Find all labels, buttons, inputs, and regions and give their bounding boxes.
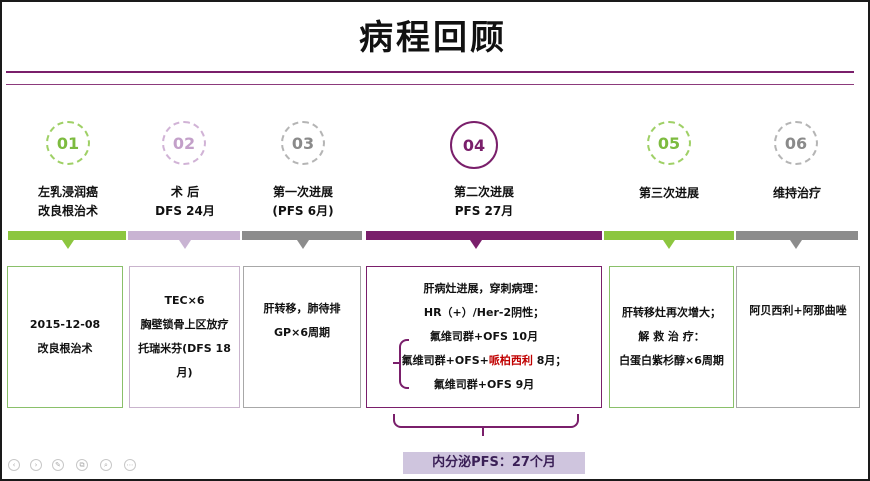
step-01-detail-line: 改良根治术	[37, 342, 93, 355]
title-divider-secondary	[6, 84, 854, 85]
regimen-brace	[399, 339, 409, 389]
step-02-detail-box: TEC×6 胸壁锁骨上区放疗 托瑞米芬(DFS 18 月)	[129, 266, 240, 408]
step-06-number: 06	[784, 133, 808, 153]
zoom-icon[interactable]: ⌕	[100, 459, 112, 471]
step-02-detail-line: 月)	[176, 366, 193, 379]
step-03-label-line: 第一次进展	[272, 185, 333, 199]
step-05-circle: 05	[647, 121, 691, 165]
step-03-detail-line: 肝转移，肺待排	[263, 302, 341, 315]
step-01-label-line: 左乳浸润癌	[37, 185, 98, 199]
step-06-label: 维持治疗	[736, 184, 858, 203]
step-05-number: 05	[657, 133, 681, 153]
timeline-bar-02	[128, 231, 240, 240]
title-divider	[6, 71, 854, 73]
timeline-arrow-01	[62, 240, 74, 249]
step-01-label: 左乳浸润癌 改良根治术	[8, 183, 128, 221]
step-04-label-line: PFS 27月	[454, 204, 514, 218]
step-02-detail-line: 托瑞米芬(DFS 18	[138, 342, 231, 355]
prev-slide-icon[interactable]: ‹	[8, 459, 20, 471]
step-04-circle: 04	[450, 121, 498, 169]
step-02-circle: 02	[162, 121, 206, 165]
step-04-regimen-2: 氟维司群+OFS+哌柏西利 8月；	[402, 349, 567, 373]
step-01-detail-box: 2015-12-08 改良根治术	[7, 266, 123, 408]
timeline-arrow-02	[179, 240, 191, 249]
step-04-label-line: 第二次进展	[453, 185, 514, 199]
regimen-brace-tip	[393, 362, 401, 364]
step-03-detail-box: 肝转移，肺待排 GP×6周期	[243, 266, 361, 408]
timeline-arrow-05	[663, 240, 675, 249]
timeline-bar-01	[8, 231, 126, 240]
more-options-icon[interactable]: ⋯	[124, 459, 136, 471]
step-06-circle: 06	[774, 121, 818, 165]
step-04-regimen-1: 氟维司群+OFS 10月	[429, 330, 539, 343]
step-04-label: 第二次进展 PFS 27月	[366, 183, 602, 221]
pfs-bracket-tip	[482, 427, 484, 436]
step-02-detail-line: TEC×6	[164, 294, 205, 307]
step-04-detail-line: HR（+）/Her-2阴性；	[423, 306, 545, 319]
step-03-label: 第一次进展 (PFS 6月)	[242, 183, 364, 221]
slides-icon[interactable]: ⧉	[76, 459, 88, 471]
step-02-number: 02	[172, 133, 196, 153]
step-04-regimen-3: 氟维司群+OFS 9月	[433, 378, 535, 391]
endocrine-pfs-label: 内分泌PFS：27个月	[403, 452, 585, 474]
timeline-bar-04	[366, 231, 602, 240]
step-05-detail-line: 解 救 治 疗：	[638, 330, 705, 343]
timeline-bar-06	[736, 231, 858, 240]
timeline-arrow-03	[297, 240, 309, 249]
step-02-label-line: 术 后	[170, 185, 200, 199]
regimen-2-highlight: 哌柏西利	[488, 354, 533, 367]
step-01-label-line: 改良根治术	[37, 204, 98, 218]
step-06-detail-line: 阿贝西利+阿那曲唑	[749, 304, 847, 317]
step-05-label-line: 第三次进展	[638, 186, 699, 200]
step-02-label: 术 后 DFS 24月	[128, 183, 242, 221]
step-02-label-line: DFS 24月	[155, 204, 215, 218]
timeline-bar-05	[604, 231, 734, 240]
step-04-number: 04	[462, 135, 486, 155]
timeline-arrow-06	[790, 240, 802, 249]
step-03-label-line: (PFS 6月)	[272, 204, 334, 218]
step-03-circle: 03	[281, 121, 325, 165]
step-01-detail-line: 2015-12-08	[29, 318, 101, 331]
regimen-2-suffix: 8月；	[532, 354, 567, 367]
step-03-detail-line: GP×6周期	[274, 326, 330, 339]
step-06-detail-box: 阿贝西利+阿那曲唑	[736, 266, 860, 408]
pfs-bracket	[393, 414, 579, 428]
step-01-number: 01	[56, 133, 80, 153]
step-05-detail-line: 白蛋白紫杉醇×6周期	[619, 354, 724, 367]
step-05-detail-line: 肝转移灶再次增大；	[622, 306, 721, 319]
step-02-detail-line: 胸壁锁骨上区放疗	[140, 318, 229, 331]
step-05-label: 第三次进展	[604, 184, 734, 203]
next-slide-icon[interactable]: ›	[30, 459, 42, 471]
step-04-detail-line: 肝病灶进展，穿刺病理：	[423, 282, 545, 295]
regimen-2-prefix: 氟维司群+OFS+	[401, 354, 489, 367]
step-01-circle: 01	[46, 121, 90, 165]
step-05-detail-box: 肝转移灶再次增大； 解 救 治 疗： 白蛋白紫杉醇×6周期	[609, 266, 734, 408]
timeline-arrow-04	[470, 240, 482, 249]
step-06-label-line: 维持治疗	[772, 186, 821, 200]
page-title: 病程回顾	[359, 18, 507, 58]
pen-icon[interactable]: ✎	[52, 459, 64, 471]
step-03-number: 03	[291, 133, 315, 153]
timeline-bar-03	[242, 231, 362, 240]
